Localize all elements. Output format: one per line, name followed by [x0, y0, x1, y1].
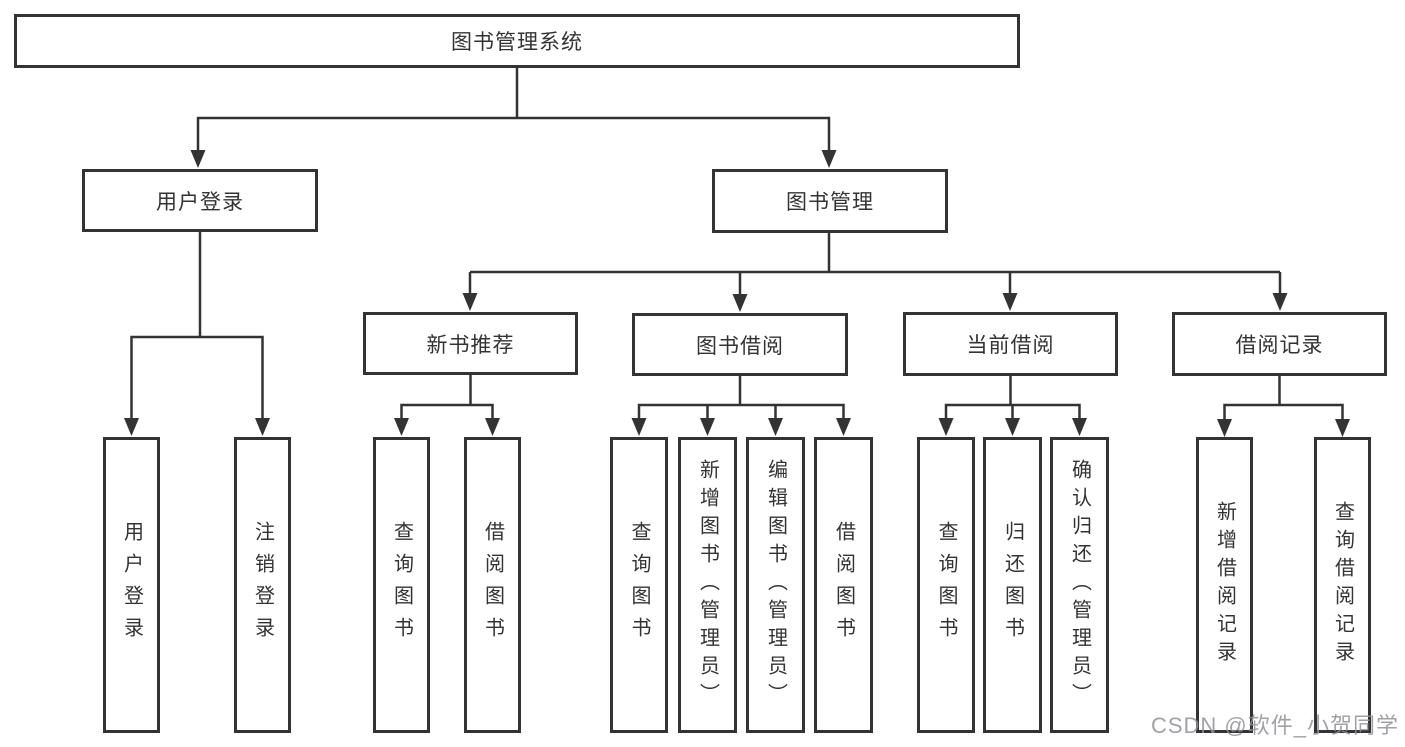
- leaf-query-books-current: 查询图书: [917, 437, 975, 733]
- node-label: 图书管理系统: [451, 31, 583, 54]
- leaf-logout: 注销登录: [234, 437, 291, 733]
- leaf-label: 查询借阅记录: [1331, 501, 1354, 669]
- leaf-label: 借阅图书: [481, 521, 504, 649]
- node-new-book-recommendation: 新书推荐: [363, 312, 578, 375]
- leaf-return-books: 归还图书: [983, 437, 1042, 733]
- node-book-borrowing: 图书借阅: [632, 313, 848, 376]
- csdn-watermark: CSDN @软件_小贺同学: [1150, 713, 1399, 738]
- leaf-label: 借阅图书: [832, 521, 855, 649]
- leaf-borrow-books-recommend: 借阅图书: [464, 437, 521, 733]
- node-label: 新书推荐: [426, 333, 515, 357]
- leaf-label: 查询图书: [628, 521, 650, 649]
- node-book-management: 图书管理: [712, 169, 948, 233]
- leaf-query-books-borrowing: 查询图书: [610, 437, 668, 733]
- leaf-add-book-admin: 新增图书（管理员）: [678, 437, 737, 733]
- leaf-label: 用户登录: [120, 521, 143, 649]
- node-label: 图书管理: [786, 191, 874, 214]
- leaf-label: 编辑图书（管理员）: [764, 459, 787, 711]
- leaf-user-login: 用户登录: [103, 437, 160, 733]
- leaf-label: 注销登录: [251, 521, 274, 649]
- node-borrowing-records: 借阅记录: [1172, 312, 1387, 376]
- node-user-login: 用户登录: [82, 169, 318, 232]
- node-label: 借阅记录: [1235, 334, 1324, 357]
- leaf-query-borrow-record: 查询借阅记录: [1314, 437, 1371, 733]
- leaf-query-books-recommend: 查询图书: [373, 437, 430, 733]
- leaf-add-borrow-record: 新增借阅记录: [1196, 437, 1253, 733]
- leaf-label: 新增借阅记录: [1213, 501, 1236, 669]
- arrowheads: [124, 150, 1350, 437]
- leaf-label: 归还图书: [1001, 521, 1024, 649]
- node-label: 图书借阅: [696, 334, 784, 358]
- node-library-management-system: 图书管理系统: [14, 14, 1020, 68]
- leaf-label: 确认归还（管理员）: [1068, 459, 1091, 711]
- leaf-edit-book-admin: 编辑图书（管理员）: [746, 437, 805, 733]
- connector-lines: [130, 67, 1344, 421]
- leaf-label: 查询图书: [935, 521, 957, 649]
- node-label: 用户登录: [156, 190, 244, 214]
- node-label: 当前借阅: [966, 334, 1055, 357]
- leaf-label: 新增图书（管理员）: [696, 459, 719, 711]
- leaf-confirm-return-admin: 确认归还（管理员）: [1050, 437, 1109, 733]
- leaf-borrow-books-borrowing: 借阅图书: [814, 437, 873, 733]
- leaf-label: 查询图书: [390, 521, 413, 649]
- node-current-borrowing: 当前借阅: [903, 312, 1118, 376]
